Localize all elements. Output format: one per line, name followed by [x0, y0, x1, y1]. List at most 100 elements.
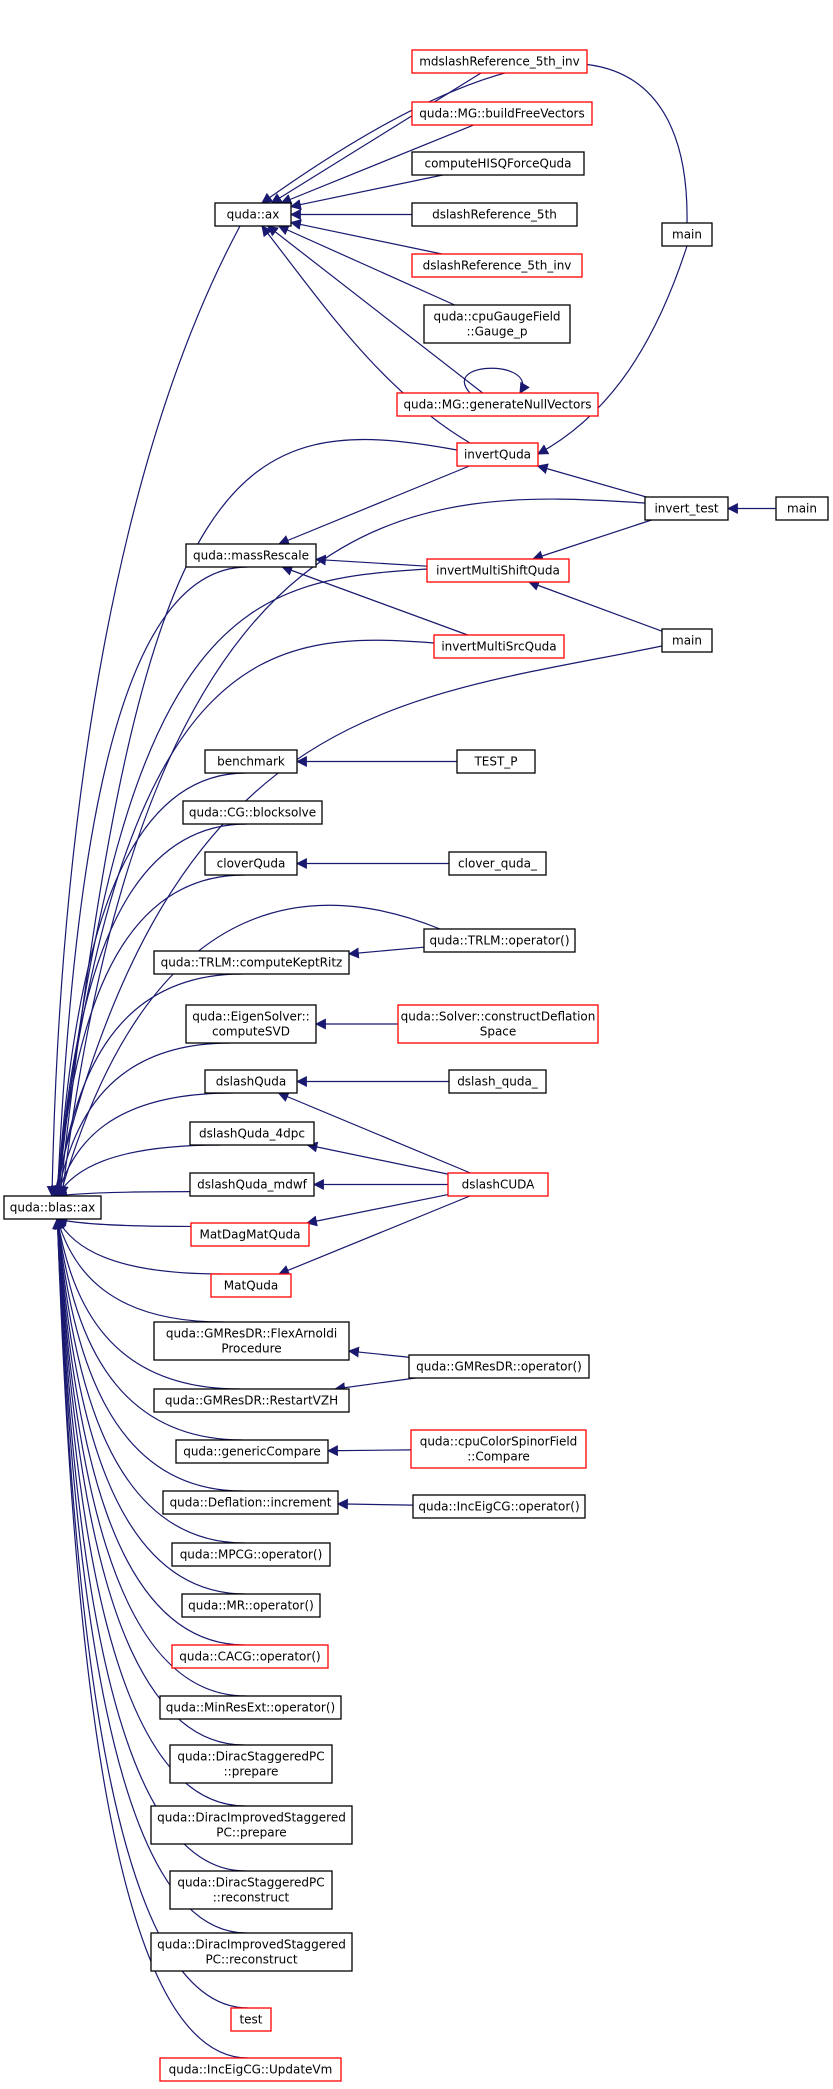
node-DiracStagPCprepare[interactable]: quda::DiracStaggeredPC::prepare [169, 1744, 333, 1784]
node-MatDagMatQuda[interactable]: MatDagMatQuda [190, 1222, 310, 1247]
edge-ax-to-blas_ax [46, 225, 241, 1198]
node-main3[interactable]: main [661, 628, 713, 653]
node-cpuColorSpinorCompare[interactable]: quda::cpuColorSpinorField::Compare [410, 1429, 587, 1469]
node-dslashRef5inv[interactable]: dslashReference_5th_inv [411, 253, 583, 278]
edge-dslashCUDA-to-dslashQuda [277, 1091, 471, 1174]
edge-DiracStagPCreconstruct-to-blas_ax [52, 1217, 246, 1872]
node-genericCompare[interactable]: quda::genericCompare [175, 1439, 329, 1464]
node-label: main [672, 228, 702, 242]
node-main2[interactable]: main [775, 496, 829, 521]
node-label: MatDagMatQuda [199, 1228, 300, 1242]
node-RestartVZH[interactable]: quda::GMResDR::RestartVZH [153, 1388, 350, 1413]
node-label: Procedure [221, 1342, 281, 1356]
node-box [150, 1805, 353, 1845]
node-benchmark[interactable]: benchmark [204, 749, 298, 774]
edge-dslashRef5inv-to-ax [289, 219, 443, 255]
node-box [150, 1932, 353, 1972]
node-box [159, 2057, 342, 2082]
node-box [204, 749, 298, 774]
node-dslashQudaMdwf[interactable]: dslashQuda_mdwf [189, 1172, 315, 1197]
node-dslashQuda[interactable]: dslashQuda [204, 1069, 298, 1094]
node-box [204, 1069, 298, 1094]
node-box [397, 1004, 599, 1044]
node-label: cloverQuda [217, 857, 286, 871]
edge-dslashCUDA-to-MatDagMatQuda [305, 1193, 449, 1227]
node-computeHISQ[interactable]: computeHISQForceQuda [411, 151, 585, 176]
node-invertMultiSrc[interactable]: invertMultiSrcQuda [433, 634, 565, 659]
node-label: computeSVD [212, 1025, 290, 1039]
node-dslashCUDA[interactable]: dslashCUDA [447, 1172, 549, 1197]
node-label: quda::Deflation::increment [170, 1496, 332, 1510]
node-TEST_P[interactable]: TEST_P [456, 749, 536, 774]
node-label: quda::genericCompare [183, 1445, 321, 1459]
node-label: quda::massRescale [193, 549, 309, 563]
edge-invert_test-to-invertMultiShift [531, 519, 652, 562]
node-MatQuda[interactable]: MatQuda [210, 1273, 292, 1298]
node-label: dslashReference_5th_inv [423, 259, 572, 273]
node-box [411, 101, 593, 126]
edge-generateNullVectors-to-generateNullVectors [463, 367, 530, 394]
node-DiracImpStagPCreconstruct[interactable]: quda::DiracImprovedStaggeredPC::reconstr… [150, 1932, 353, 1972]
node-label: quda::EigenSolver:: [192, 1010, 309, 1024]
node-dslashRef5[interactable]: dslashReference_5th [411, 202, 578, 227]
node-blas_ax[interactable]: quda::blas::ax [3, 1195, 102, 1220]
node-label: invertQuda [464, 448, 531, 462]
node-label: quda::DiracStaggeredPC [177, 1750, 324, 1764]
edge-invertMultiSrc-to-massRescale [281, 565, 468, 636]
node-label: quda::CACG::operator() [179, 1650, 320, 1664]
node-box [181, 1593, 321, 1618]
node-generateNullVectors[interactable]: quda::MG::generateNullVectors [396, 392, 599, 417]
node-box [153, 950, 350, 975]
node-IncEigCGop[interactable]: quda::IncEigCG::operator() [412, 1494, 586, 1519]
node-cloverQuda[interactable]: cloverQuda [204, 851, 298, 876]
node-label: ::prepare [224, 1765, 279, 1779]
node-cpuGaugeField[interactable]: quda::cpuGaugeField::Gauge_p [423, 304, 571, 344]
node-computeSVD[interactable]: quda::EigenSolver::computeSVD [185, 1004, 317, 1044]
node-clover_quda_[interactable]: clover_quda_ [448, 851, 547, 876]
node-MRop[interactable]: quda::MR::operator() [181, 1593, 321, 1618]
node-test[interactable]: test [230, 2007, 272, 2032]
node-main1[interactable]: main [661, 222, 713, 247]
node-label: quda::GMResDR::FlexArnoldi [166, 1327, 337, 1341]
node-box [3, 1195, 102, 1220]
node-box [426, 558, 570, 583]
edge-main3-to-invertMultiShift [528, 580, 663, 632]
node-DeflationIncrement[interactable]: quda::Deflation::increment [162, 1490, 339, 1515]
node-MinResExtop[interactable]: quda::MinResExt::operator() [159, 1695, 342, 1720]
edge-MatDagMatQuda-to-blas_ax [56, 1216, 192, 1228]
node-label: ::Compare [467, 1450, 530, 1464]
edge-DiracImpStagPCreconstruct-to-blas_ax [52, 1217, 247, 1934]
node-massRescale[interactable]: quda::massRescale [185, 543, 317, 568]
node-invertQuda[interactable]: invertQuda [456, 442, 539, 467]
node-label: dslashQuda_4dpc [199, 1127, 305, 1141]
edge-invertMultiShift-to-blas_ax [53, 568, 428, 1198]
node-box [775, 496, 829, 521]
node-box [169, 1744, 333, 1784]
node-buildFreeVectors[interactable]: quda::MG::buildFreeVectors [411, 101, 593, 126]
node-UpdateVm[interactable]: quda::IncEigCG::UpdateVm [159, 2057, 342, 2082]
node-invert_test[interactable]: invert_test [644, 496, 729, 521]
node-box [153, 1321, 350, 1361]
node-label: quda::DiracStaggeredPC [177, 1876, 324, 1890]
node-GMResDRop[interactable]: quda::GMResDR::operator() [408, 1354, 590, 1379]
node-label: dslashQuda [216, 1075, 286, 1089]
node-MPCGop[interactable]: quda::MPCG::operator() [171, 1542, 331, 1567]
node-box [410, 1429, 587, 1469]
node-CACGop[interactable]: quda::CACG::operator() [171, 1644, 329, 1669]
node-dslashQuda4dpc[interactable]: dslashQuda_4dpc [189, 1121, 315, 1146]
node-box [189, 1121, 315, 1146]
node-invertMultiShift[interactable]: invertMultiShiftQuda [426, 558, 570, 583]
node-box [411, 49, 588, 74]
node-ax[interactable]: quda::ax [214, 202, 292, 227]
node-DiracStagPCreconstruct[interactable]: quda::DiracStaggeredPC::reconstruct [169, 1870, 333, 1910]
edge-benchmark-to-blas_ax [52, 772, 246, 1198]
node-box [162, 1490, 339, 1515]
node-CGblocksolve[interactable]: quda::CG::blocksolve [182, 800, 323, 825]
node-computeKeptRitz[interactable]: quda::TRLM::computeKeptRitz [153, 950, 350, 975]
node-mdslashRef5inv[interactable]: mdslashReference_5th_inv [411, 49, 588, 74]
node-dslash_quda_[interactable]: dslash_quda_ [448, 1069, 547, 1094]
node-TRLMop[interactable]: quda::TRLM::operator() [423, 928, 576, 953]
